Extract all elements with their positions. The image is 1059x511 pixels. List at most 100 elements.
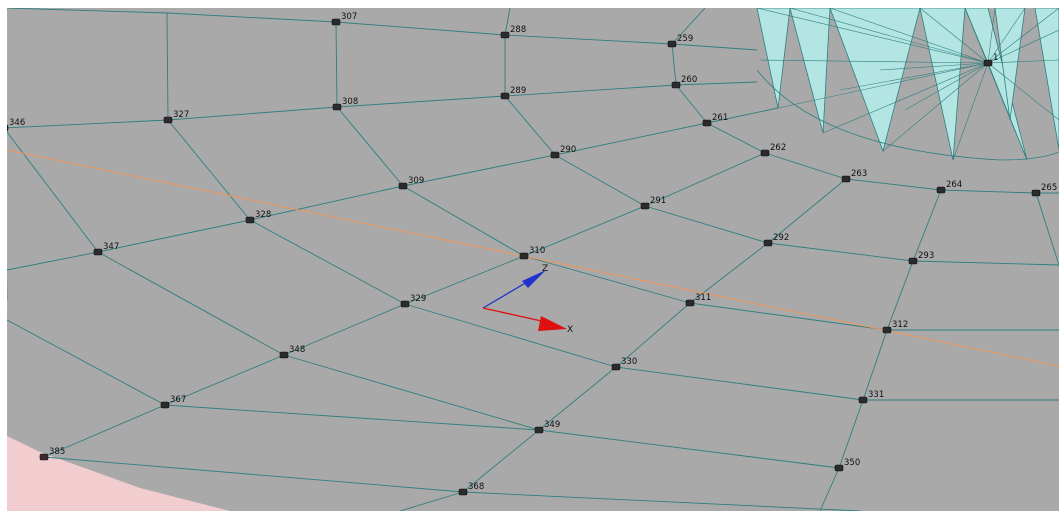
node-marker: [685, 299, 695, 307]
node-label: 290: [560, 145, 576, 155]
node-marker: [279, 351, 289, 359]
mesh-node[interactable]: 308: [332, 97, 358, 111]
pink-region: [7, 436, 230, 511]
node-marker: [671, 81, 681, 89]
mesh-node[interactable]: 309: [398, 176, 424, 190]
node-marker: [500, 31, 510, 39]
node-label: 347: [103, 242, 119, 252]
node-label: 1: [993, 53, 998, 63]
mesh-node[interactable]: 307: [331, 12, 357, 26]
node-marker: [611, 363, 621, 371]
node-marker: [763, 239, 773, 247]
node-label: 350: [844, 458, 860, 468]
node-label: 263: [851, 169, 867, 179]
node-label: 312: [892, 320, 908, 330]
mesh-node[interactable]: 346: [0, 118, 25, 132]
mesh-node[interactable]: 292: [763, 233, 789, 247]
mesh-node[interactable]: 310: [519, 246, 545, 260]
mesh-node[interactable]: 367: [160, 395, 186, 409]
mesh-node[interactable]: 291: [640, 196, 666, 210]
mesh-node[interactable]: 385: [39, 447, 65, 461]
node-label: 328: [255, 210, 271, 220]
node-marker: [882, 326, 892, 334]
node-marker: [534, 426, 544, 434]
mesh-node[interactable]: 348: [279, 345, 305, 359]
node-marker: [332, 103, 342, 111]
node-marker: [519, 252, 529, 260]
node-label: 264: [946, 180, 962, 190]
mesh-node[interactable]: 263: [841, 169, 867, 183]
node-label: 260: [681, 75, 697, 85]
node-label: 293: [918, 251, 934, 261]
node-label: 310: [529, 246, 545, 256]
node-label: 307: [341, 12, 357, 22]
node-label: 330: [621, 357, 637, 367]
node-marker: [667, 40, 677, 48]
mesh-node[interactable]: 368: [458, 482, 484, 496]
node-marker: [245, 216, 255, 224]
mesh-node[interactable]: 349: [534, 420, 560, 434]
node-marker: [93, 248, 103, 256]
mesh-node[interactable]: 328: [245, 210, 271, 224]
mesh-node[interactable]: 311: [685, 293, 711, 307]
node-label: 329: [410, 294, 426, 304]
node-marker: [936, 186, 946, 194]
mesh-node[interactable]: 259: [667, 34, 693, 48]
node-marker: [163, 116, 173, 124]
mesh-node[interactable]: 260: [671, 75, 697, 89]
mesh-node[interactable]: 327: [163, 110, 189, 124]
node-label: 367: [170, 395, 186, 405]
node-label: 265: [1041, 183, 1057, 193]
node-marker: [834, 464, 844, 472]
node-label: 311: [695, 293, 711, 303]
node-marker: [908, 257, 918, 265]
mesh-node[interactable]: 290: [550, 145, 576, 159]
node-marker: [1031, 189, 1041, 197]
node-marker: [640, 202, 650, 210]
node-label: 261: [712, 113, 728, 123]
mesh-node[interactable]: 288: [500, 25, 526, 39]
mesh-node[interactable]: 329: [400, 294, 426, 308]
node-label: 368: [468, 482, 484, 492]
mesh-node[interactable]: 265: [1031, 183, 1057, 197]
node-marker: [7, 124, 9, 132]
node-label: 331: [868, 390, 884, 400]
mesh-node[interactable]: 350: [834, 458, 860, 472]
node-label: 327: [173, 110, 189, 120]
x-axis-label: X: [567, 325, 573, 335]
mesh-node[interactable]: 312: [882, 320, 908, 334]
node-marker: [550, 151, 560, 159]
mesh-node[interactable]: 262: [760, 143, 786, 157]
node-marker: [760, 149, 770, 157]
node-label: 291: [650, 196, 666, 206]
mesh-node[interactable]: 261: [702, 113, 728, 127]
node-label: 346: [9, 118, 25, 128]
node-marker: [331, 18, 341, 26]
mesh-node[interactable]: 293: [908, 251, 934, 265]
mesh-node[interactable]: 264: [936, 180, 962, 194]
mesh-node[interactable]: 331: [858, 390, 884, 404]
mesh-nodes: 307 288 259 260 327 308 289 261 346 290 262 309 263 2…: [0, 12, 1057, 496]
node-marker: [400, 300, 410, 308]
mesh-node[interactable]: 289: [500, 86, 526, 100]
node-label: 385: [49, 447, 65, 457]
node-label: 349: [544, 420, 560, 430]
axis-triad: Z X: [482, 264, 573, 335]
node-marker: [39, 453, 49, 461]
node-marker: [841, 175, 851, 183]
node-marker: [500, 92, 510, 100]
node-marker: [160, 401, 170, 409]
x-axis-arrow: [538, 316, 567, 331]
z-axis-arrow: [522, 270, 546, 288]
node-label: 289: [510, 86, 526, 96]
mesh-node[interactable]: 330: [611, 357, 637, 371]
node-marker: [858, 396, 868, 404]
mesh-node[interactable]: 1: [983, 53, 998, 67]
node-label: 259: [677, 34, 693, 44]
mesh-node[interactable]: 347: [93, 242, 119, 256]
node-label: 348: [289, 345, 305, 355]
node-label: 288: [510, 25, 526, 35]
z-axis-label: Z: [542, 264, 548, 274]
